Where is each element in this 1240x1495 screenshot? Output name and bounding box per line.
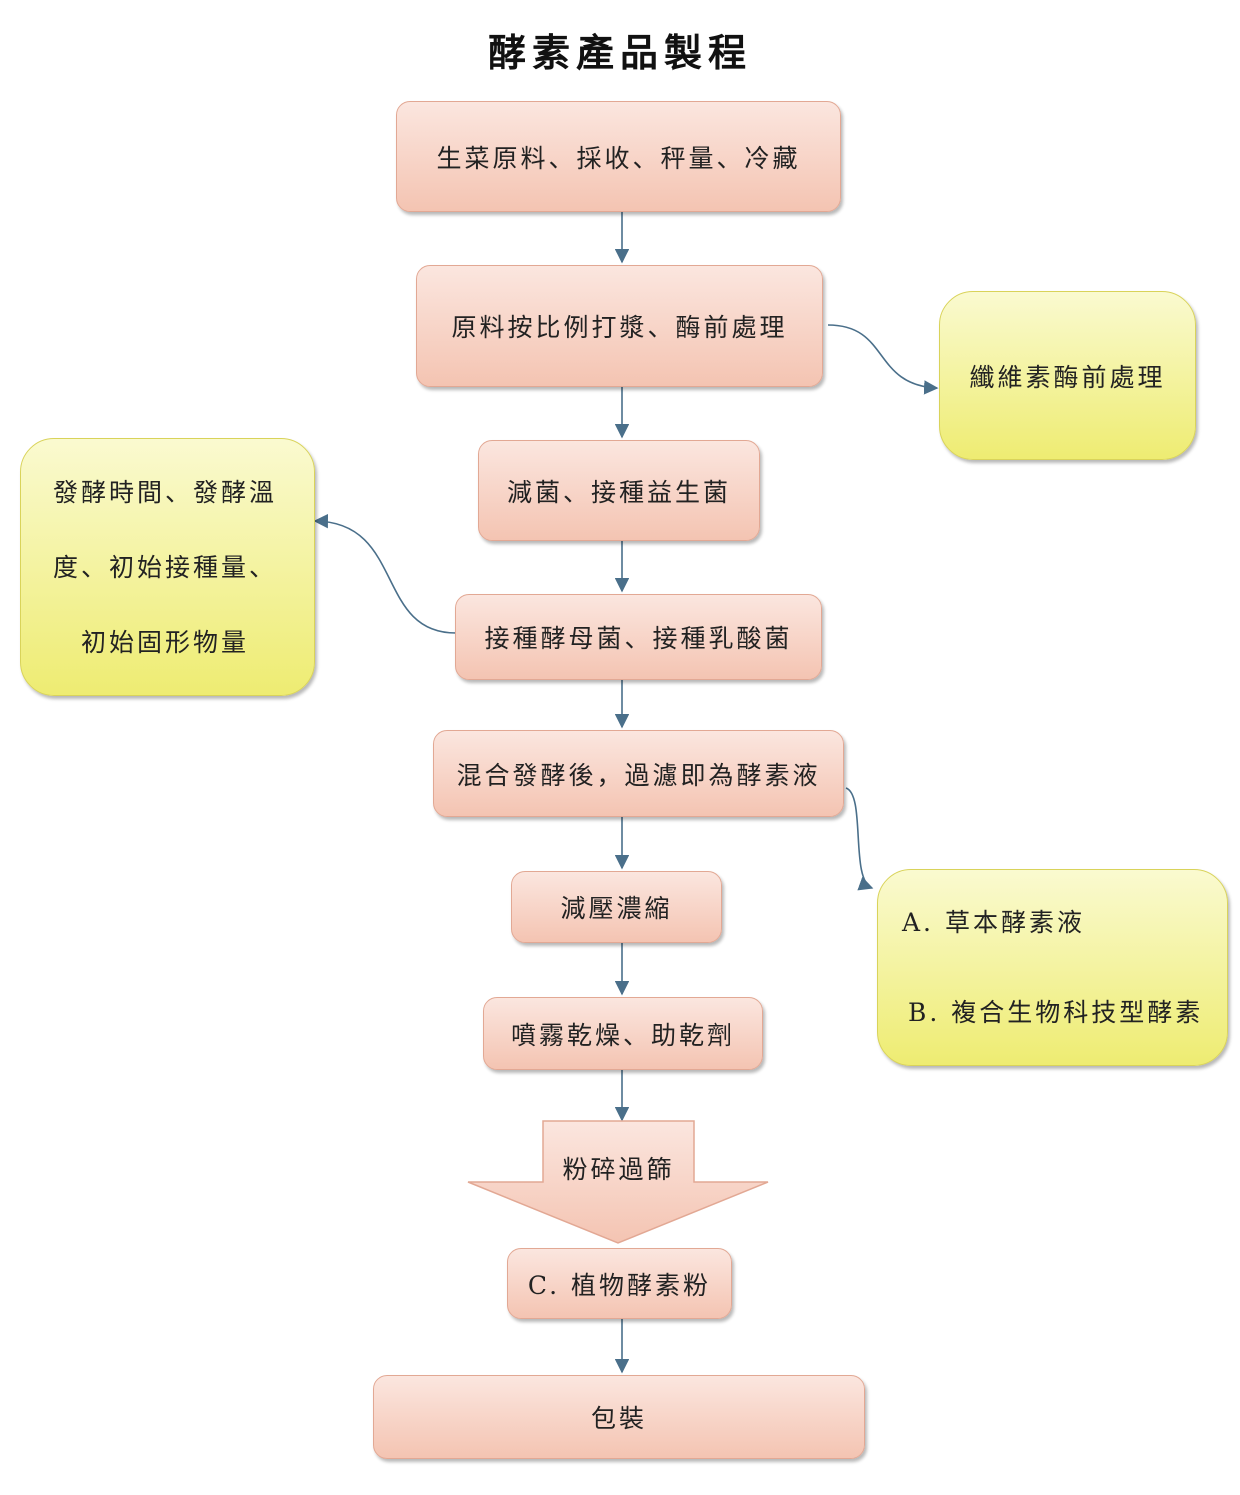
step-grind-sieve-arrow: [467, 1120, 769, 1244]
step-pulping-label: 原料按比例打漿、酶前處理: [451, 313, 788, 342]
note-fermentation-line-2: 度、初始接種量、: [53, 552, 278, 582]
step-enzyme-powder: C. 植物酵素粉: [507, 1248, 732, 1319]
step-grind-sieve-label: 粉碎過篩: [562, 1154, 675, 1184]
note-cellulose-label: 纖維素酶前處理: [969, 362, 1166, 392]
curve-to-cellulose-note: [827, 324, 939, 395]
step-mix-ferment-label: 混合發酵後，過濾即為酵素液: [456, 760, 821, 790]
step-packaging: 包裝: [373, 1375, 865, 1459]
step-raw-materials: 生菜原料、採收、秤量、冷藏: [396, 101, 841, 212]
step-vacuum-concentrate: 減壓濃縮: [511, 871, 722, 943]
step-mix-ferment: 混合發酵後，過濾即為酵素液: [433, 730, 844, 817]
note-products-line-1: A. 草本酵素液: [902, 907, 1085, 937]
step-sterilize-inoculate: 減菌、接種益生菌: [478, 440, 760, 541]
note-fermentation: 發酵時間、發酵溫 度、初始接種量、 初始固形物量: [20, 438, 315, 696]
step-sterilize-inoculate-label: 減菌、接種益生菌: [506, 477, 731, 507]
step-enzyme-powder-label: C. 植物酵素粉: [527, 1270, 712, 1300]
page-title: 酵素產品製程: [487, 30, 752, 75]
step-raw-materials-label: 生菜原料、採收、秤量、冷藏: [436, 143, 801, 173]
step-spray-dry: 噴霧乾燥、助乾劑: [483, 997, 763, 1070]
step-yeast-lactic: 接種酵母菌、接種乳酸菌: [455, 594, 822, 680]
step-yeast-lactic-label: 接種酵母菌、接種乳酸菌: [484, 624, 793, 653]
step-vacuum-concentrate-label: 減壓濃縮: [560, 894, 673, 923]
step-packaging-label: 包裝: [590, 1404, 647, 1433]
step-spray-dry-label: 噴霧乾燥、助乾劑: [510, 1020, 735, 1050]
note-products: A. 草本酵素液 B. 複合生物科技型酵素: [877, 869, 1228, 1066]
curve-to-fermentation-note: [313, 513, 457, 634]
note-cellulose: 纖維素酶前處理: [939, 291, 1196, 460]
step-pulping: 原料按比例打漿、酶前處理: [416, 265, 823, 387]
note-fermentation-line-3: 初始固形物量: [81, 627, 250, 657]
curve-to-products-note: [845, 787, 874, 891]
note-products-line-2: B. 複合生物科技型酵素: [908, 997, 1204, 1027]
note-fermentation-line-1: 發酵時間、發酵溫: [53, 477, 278, 507]
step-grind-sieve: 粉碎過篩: [543, 1140, 694, 1195]
